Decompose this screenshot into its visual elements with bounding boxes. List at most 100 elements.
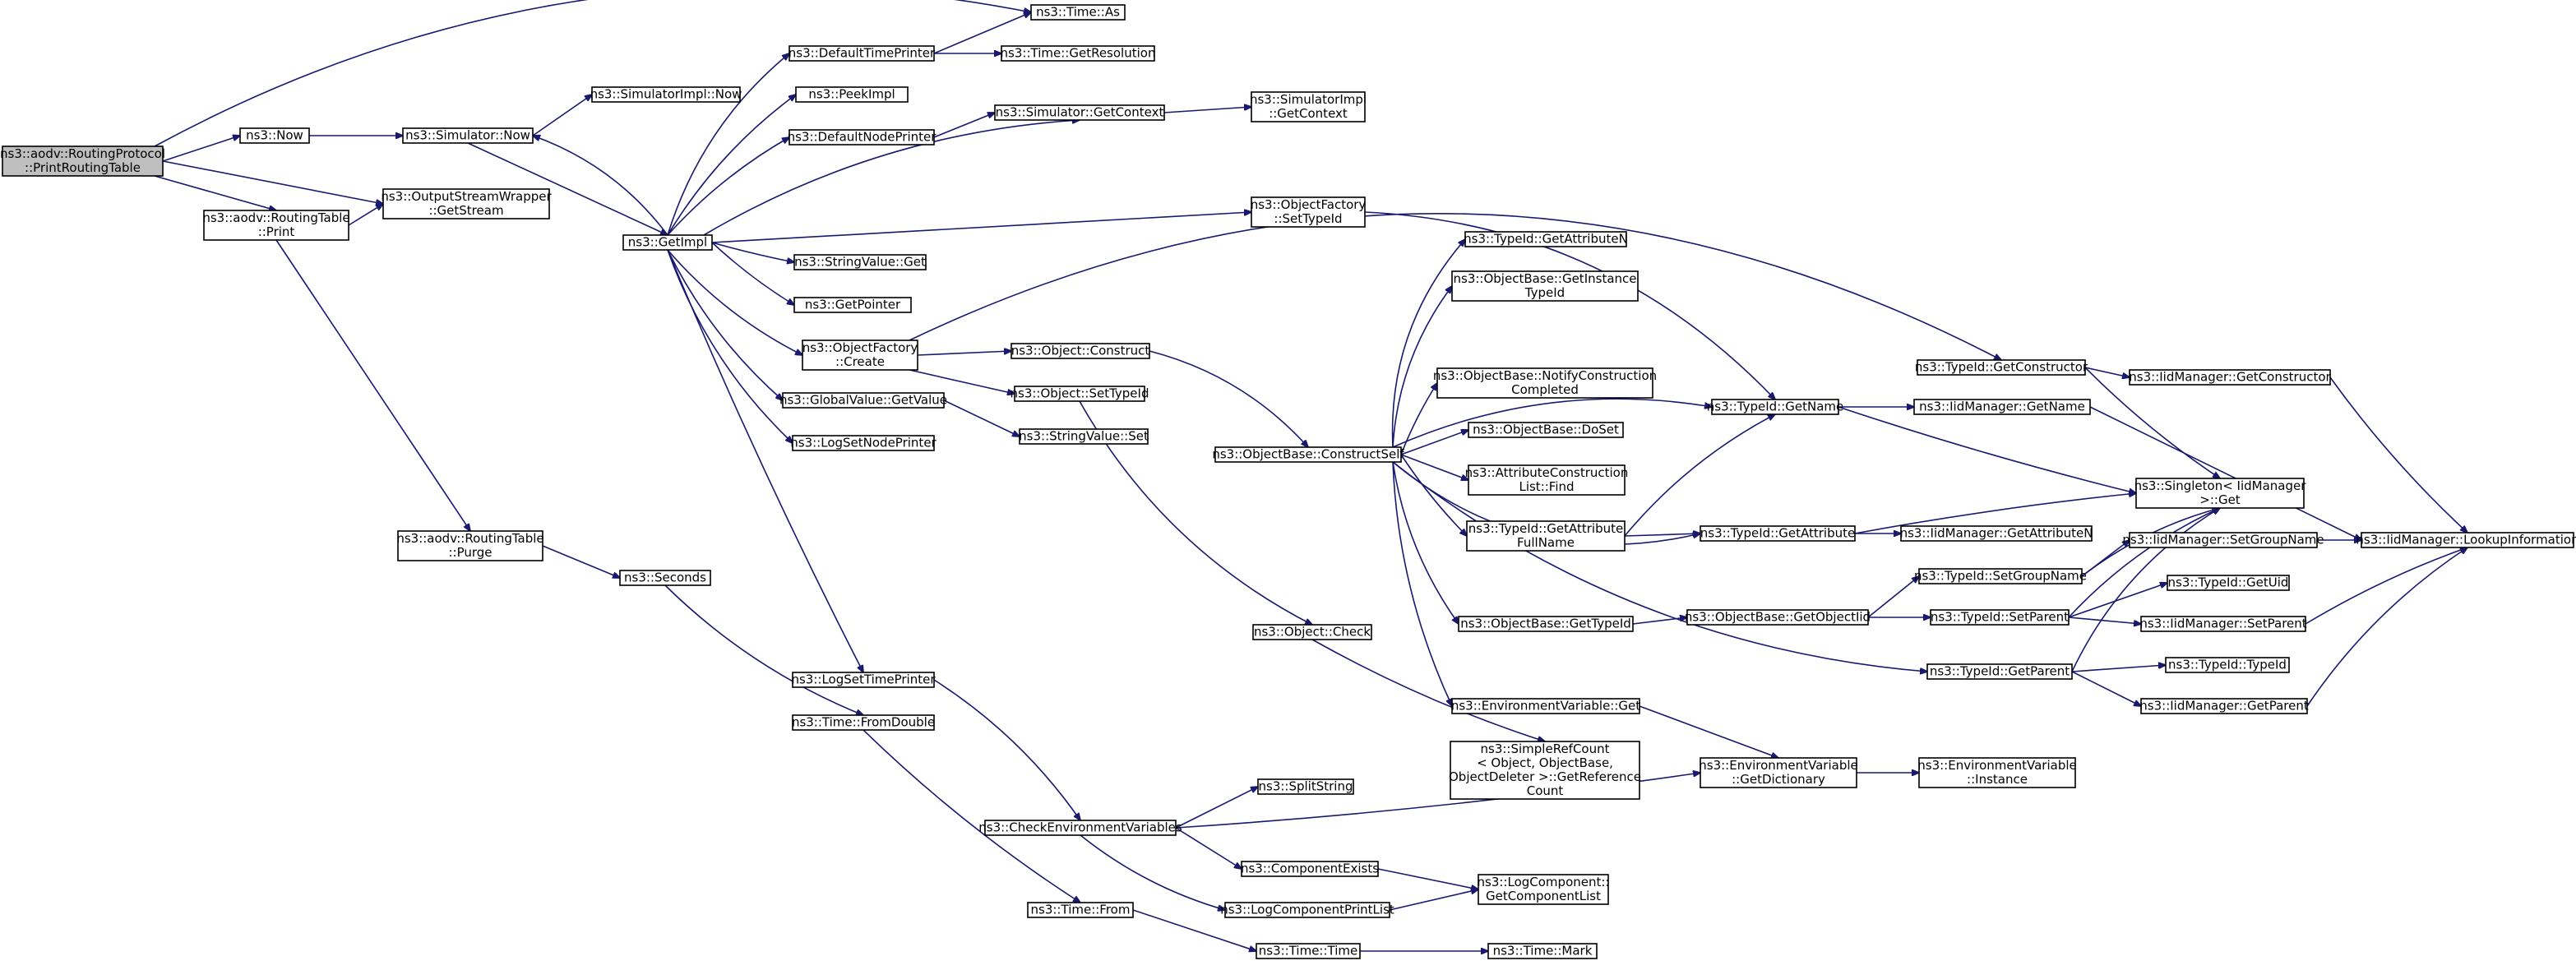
node-box[interactable]: [802, 340, 918, 371]
node-iid-setparent[interactable]: ns3::IidManager::SetParent: [2139, 616, 2307, 632]
node-obj-check[interactable]: ns3::Object::Check: [1252, 624, 1372, 640]
node-box[interactable]: [1014, 386, 1145, 402]
node-box[interactable]: [789, 45, 935, 62]
node-compexists[interactable]: ns3::ComponentExists: [1241, 861, 1379, 877]
node-box[interactable]: [1468, 464, 1626, 496]
node-osw[interactable]: ns3::OutputStreamWrapper::GetStream: [381, 188, 552, 219]
node-box[interactable]: [2140, 616, 2306, 632]
node-box[interactable]: [1224, 902, 1390, 918]
node-box[interactable]: [591, 86, 741, 103]
node-box[interactable]: [1030, 4, 1126, 21]
node-tid-getattr[interactable]: ns3::TypeId::GetAttribute: [1700, 525, 1856, 542]
node-box[interactable]: [1257, 778, 1354, 795]
node-box[interactable]: [2361, 532, 2574, 548]
node-box[interactable]: [382, 188, 550, 219]
node-box[interactable]: [792, 714, 935, 731]
node-ob-notify[interactable]: ns3::ObjectBase::NotifyConstructionCompl…: [1433, 367, 1657, 399]
node-gv-getvalue[interactable]: ns3::GlobalValue::GetValue: [779, 392, 947, 409]
node-tid-setparent[interactable]: ns3::TypeId::SetParent: [1930, 609, 2070, 626]
node-box[interactable]: [2167, 575, 2290, 591]
node-box[interactable]: [1451, 270, 1639, 302]
node-box[interactable]: [1686, 609, 1869, 626]
node-box[interactable]: [1027, 902, 1134, 918]
node-rt-print[interactable]: ns3::aodv::RoutingTable::Print: [202, 210, 350, 241]
node-box[interactable]: [994, 104, 1165, 121]
node-simplerefcount[interactable]: ns3::SimpleRefCount< Object, ObjectBase,…: [1449, 741, 1641, 800]
node-box[interactable]: [1436, 367, 1653, 399]
node-logsettp[interactable]: ns3::LogSetTimePrinter: [791, 672, 936, 688]
node-box[interactable]: [1251, 196, 1366, 228]
node-box[interactable]: [402, 127, 534, 144]
node-box[interactable]: [2129, 369, 2331, 386]
node-box[interactable]: [1464, 231, 1627, 247]
node-box[interactable]: [1251, 91, 1366, 122]
node-getimpl[interactable]: ns3::GetImpl: [622, 234, 713, 251]
node-box[interactable]: [1466, 520, 1626, 552]
node-box[interactable]: [1711, 399, 1839, 415]
node-obj-settypeid[interactable]: ns3::Object::SetTypeId: [1011, 386, 1149, 402]
node-envvar-get[interactable]: ns3::EnvironmentVariable::Get: [1451, 698, 1640, 714]
node-seconds[interactable]: ns3::Seconds: [619, 570, 711, 586]
node-box[interactable]: [1011, 343, 1150, 359]
node-tid-getname[interactable]: ns3::TypeId::GetName: [1707, 399, 1843, 415]
node-box[interactable]: [1450, 741, 1640, 800]
node-splitstr[interactable]: ns3::SplitString: [1257, 778, 1354, 795]
node-box[interactable]: [2129, 532, 2318, 548]
node-box[interactable]: [1913, 399, 2091, 415]
node-box[interactable]: [789, 129, 935, 146]
node-box[interactable]: [239, 127, 310, 144]
node-iid-getattrn[interactable]: ns3::IidManager::GetAttributeN: [1900, 525, 2093, 542]
node-box[interactable]: [1451, 698, 1640, 714]
node-box[interactable]: [1918, 568, 2083, 584]
node-box[interactable]: [2165, 657, 2290, 673]
node-logcompprint[interactable]: ns3::LogComponentPrintList: [1220, 902, 1394, 918]
node-time-from[interactable]: ns3::Time::From: [1027, 902, 1134, 918]
node-ob-getobjtid[interactable]: ns3::ObjectBase::GetObjectIid: [1685, 609, 1871, 626]
node-box[interactable]: [1478, 874, 1609, 905]
node-of-settypeid[interactable]: ns3::ObjectFactory::SetTypeId: [1251, 196, 1367, 228]
node-sv-get[interactable]: ns3::StringValue::Get: [793, 254, 927, 270]
node-ob-gettypeid[interactable]: ns3::ObjectBase::GetTypeId: [1458, 616, 1634, 632]
node-box[interactable]: [792, 435, 935, 451]
node-root[interactable]: ns3::aodv::RoutingProtocol::PrintRouting…: [0, 146, 165, 177]
node-tid-getctor[interactable]: ns3::TypeId::GetConstructor: [1915, 359, 2088, 376]
node-logcomp-getlist[interactable]: ns3::LogComponent::GetComponentList: [1478, 874, 1610, 905]
node-simimpl-now[interactable]: ns3::SimulatorImpl::Now: [590, 86, 742, 103]
node-time-fromdouble[interactable]: ns3::Time::FromDouble: [792, 714, 935, 731]
node-logsetnp[interactable]: ns3::LogSetNodePrinter: [790, 435, 937, 451]
node-time-mark[interactable]: ns3::Time::Mark: [1487, 943, 1598, 959]
node-envvar-inst[interactable]: ns3::EnvironmentVariable::Instance: [1917, 757, 2077, 788]
node-box[interactable]: [1256, 943, 1361, 959]
node-box[interactable]: [782, 392, 945, 409]
node-box[interactable]: [984, 820, 1177, 836]
node-box[interactable]: [795, 86, 909, 103]
node-box[interactable]: [1241, 861, 1379, 877]
node-tid-getattrn[interactable]: ns3::TypeId::GetAttributeN: [1464, 231, 1628, 247]
node-box[interactable]: [1487, 943, 1598, 959]
node-iid-setgroup[interactable]: ns3::IidManager::SetGroupName: [2122, 532, 2324, 548]
node-box[interactable]: [2135, 478, 2305, 509]
node-singleton-get[interactable]: ns3::Singleton< IidManager>::Get: [2134, 478, 2307, 509]
node-of-create[interactable]: ns3::ObjectFactory::Create: [802, 340, 918, 371]
node-box[interactable]: [2140, 698, 2308, 714]
node-iid-getname[interactable]: ns3::IidManager::GetName: [1913, 399, 2091, 415]
node-peekimpl[interactable]: ns3::PeekImpl: [795, 86, 909, 103]
node-box[interactable]: [1926, 663, 2073, 680]
node-simimpl-getctx[interactable]: ns3::SimulatorImpl::GetContext: [1250, 91, 1367, 122]
node-box[interactable]: [793, 254, 927, 270]
node-sim-now[interactable]: ns3::Simulator::Now: [402, 127, 534, 144]
node-iid-lookup[interactable]: ns3::IidManager::LookupInformation: [2356, 532, 2576, 548]
node-time-time[interactable]: ns3::Time::Time: [1256, 943, 1361, 959]
node-ob-constructself[interactable]: ns3::ObjectBase::ConstructSelf: [1212, 446, 1404, 463]
node-iid-getctor[interactable]: ns3::IidManager::GetConstructor: [2129, 369, 2332, 386]
node-box[interactable]: [1468, 422, 1624, 438]
node-time-as[interactable]: ns3::Time::As: [1030, 4, 1126, 21]
node-box[interactable]: [2, 146, 164, 177]
node-box[interactable]: [619, 570, 711, 586]
node-now[interactable]: ns3::Now: [239, 127, 310, 144]
node-tid-getuid[interactable]: ns3::TypeId::GetUid: [2167, 575, 2290, 591]
node-box[interactable]: [622, 234, 713, 251]
node-box[interactable]: [1214, 446, 1402, 463]
